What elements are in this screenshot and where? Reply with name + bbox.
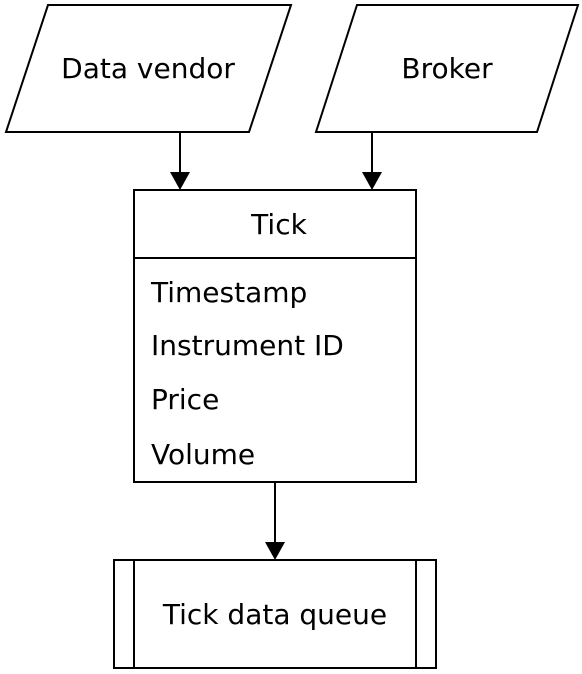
tick-data-queue-node: Tick data queue [113, 559, 437, 669]
tick-class-box: Tick Timestamp Instrument ID Price Volum… [133, 189, 417, 483]
arrowhead [170, 172, 190, 190]
tick-field-price: Price [151, 383, 219, 416]
tick-class-outline [133, 189, 417, 483]
broker-shape [314, 4, 580, 133]
arrowhead [362, 172, 382, 190]
data-vendor-node: Data vendor [4, 4, 293, 133]
arrow-tick-to-queue [265, 482, 285, 560]
arrowhead [265, 542, 285, 560]
tick-field-volume: Volume [151, 438, 255, 471]
data-vendor-shape [4, 4, 293, 133]
arrow-data-vendor-to-tick [170, 132, 190, 190]
tick-data-queue-label: Tick data queue [162, 598, 387, 631]
tick-class-title: Tick [250, 208, 307, 241]
arrow-broker-to-tick [362, 132, 382, 190]
tick-data-queue-outline [113, 559, 437, 669]
tick-field-timestamp: Timestamp [150, 276, 307, 309]
broker-label: Broker [401, 52, 493, 85]
data-vendor-label: Data vendor [61, 52, 235, 85]
tick-field-instrument-id: Instrument ID [151, 329, 344, 362]
broker-node: Broker [314, 4, 580, 133]
